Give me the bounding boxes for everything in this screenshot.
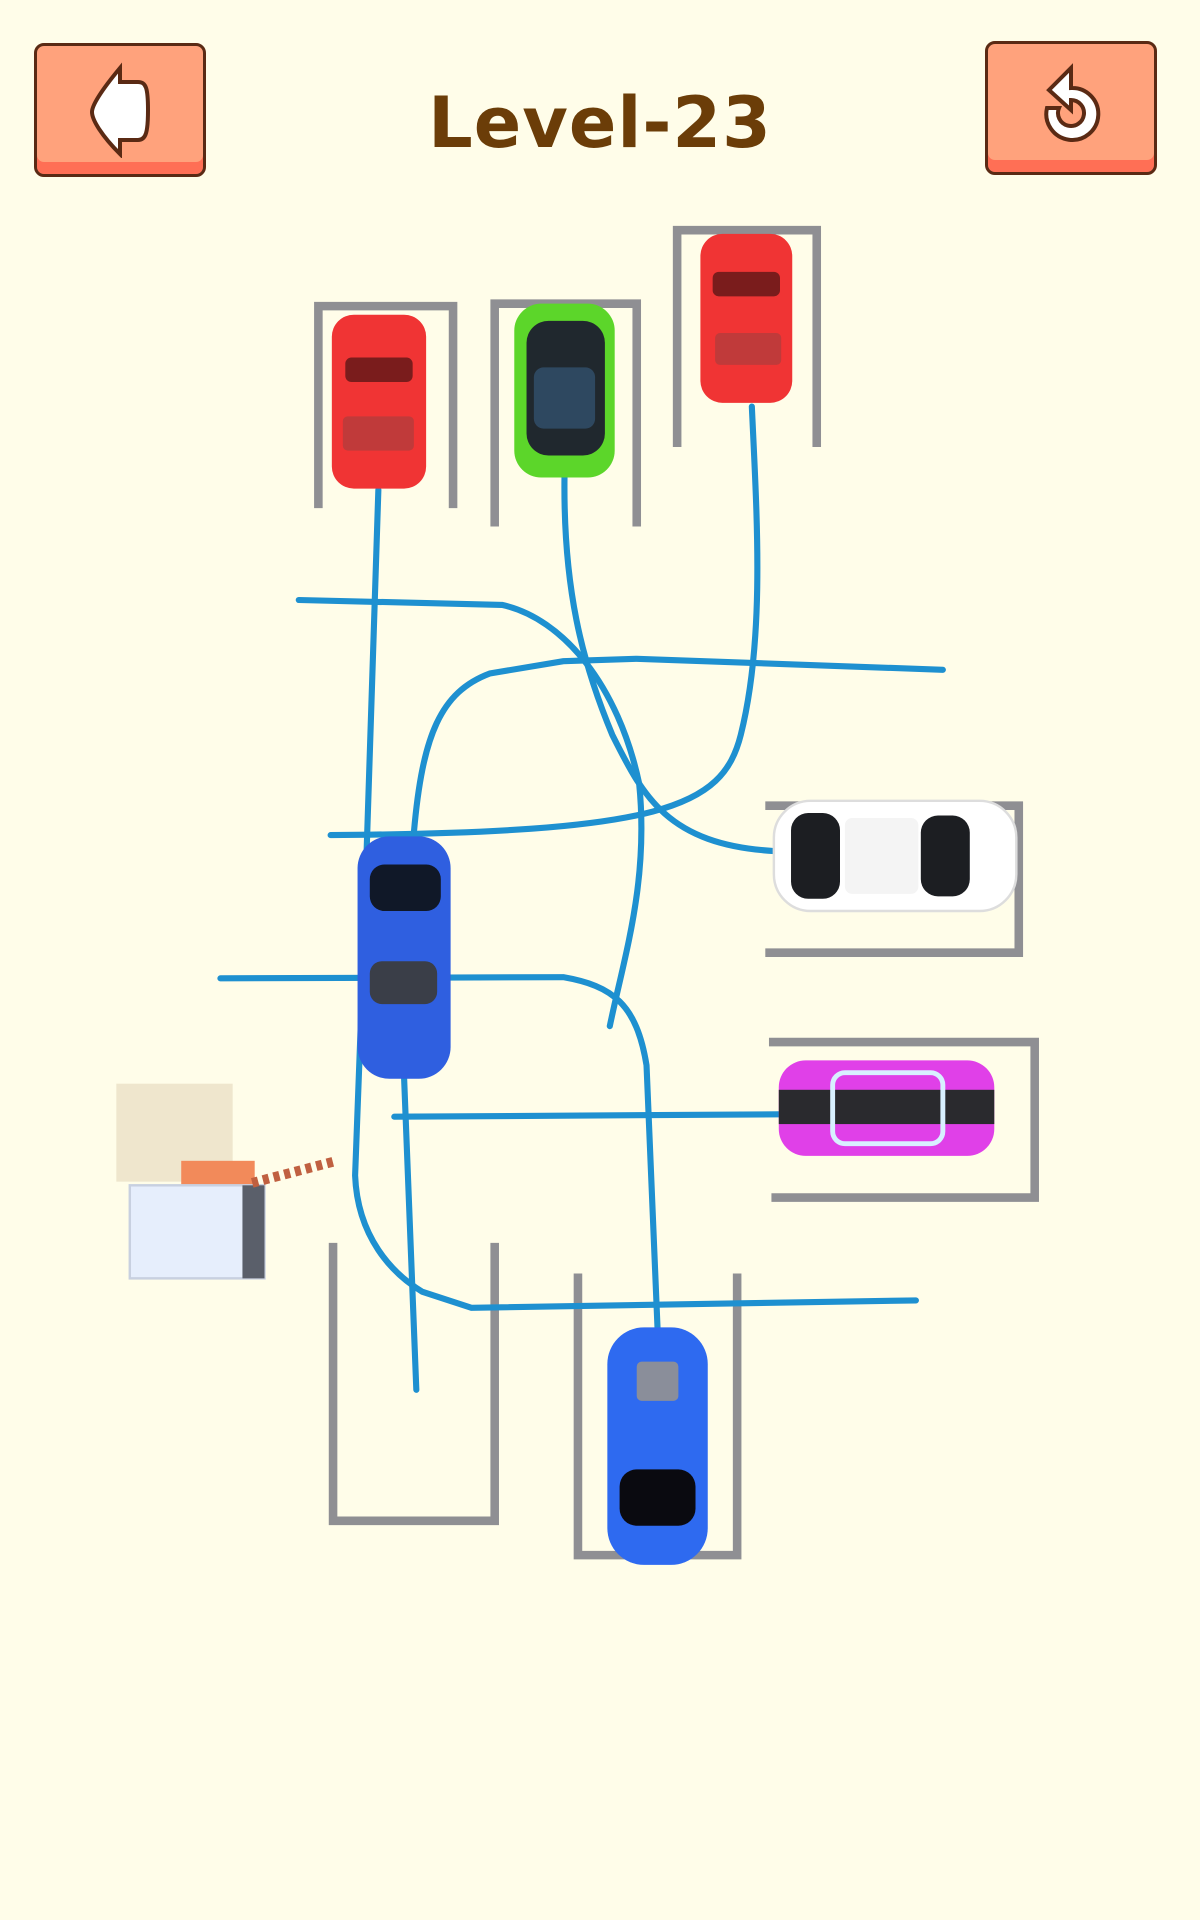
path-line: [217, 974, 661, 1332]
path-line: [561, 474, 777, 855]
pink-car[interactable]: [778, 1060, 995, 1156]
parking-slot: [328, 1242, 499, 1526]
green-car[interactable]: [514, 303, 615, 478]
level-title: Level-23: [428, 82, 772, 164]
blue-car-bottom[interactable]: [607, 1327, 708, 1565]
barrier-gate: [116, 1083, 338, 1280]
restart-icon: [1044, 63, 1101, 142]
back-button[interactable]: [34, 43, 206, 177]
path-line: [352, 486, 919, 1311]
restart-button[interactable]: [985, 41, 1157, 175]
blue-car-middle[interactable]: [357, 836, 451, 1079]
path-line: [295, 596, 645, 1030]
white-car[interactable]: [772, 799, 1018, 913]
parking-slot: [768, 1037, 1039, 1202]
parking-slot: [672, 225, 822, 447]
path-line: [401, 1074, 420, 1393]
red-car-2[interactable]: [700, 233, 793, 403]
red-car-1[interactable]: [331, 314, 427, 489]
path-line: [410, 655, 946, 836]
back-arrow-icon: [89, 62, 151, 158]
path-line: [391, 1111, 782, 1120]
path-line: [327, 403, 761, 839]
parking-slot: [314, 301, 458, 509]
drawn-paths: [217, 403, 946, 1393]
